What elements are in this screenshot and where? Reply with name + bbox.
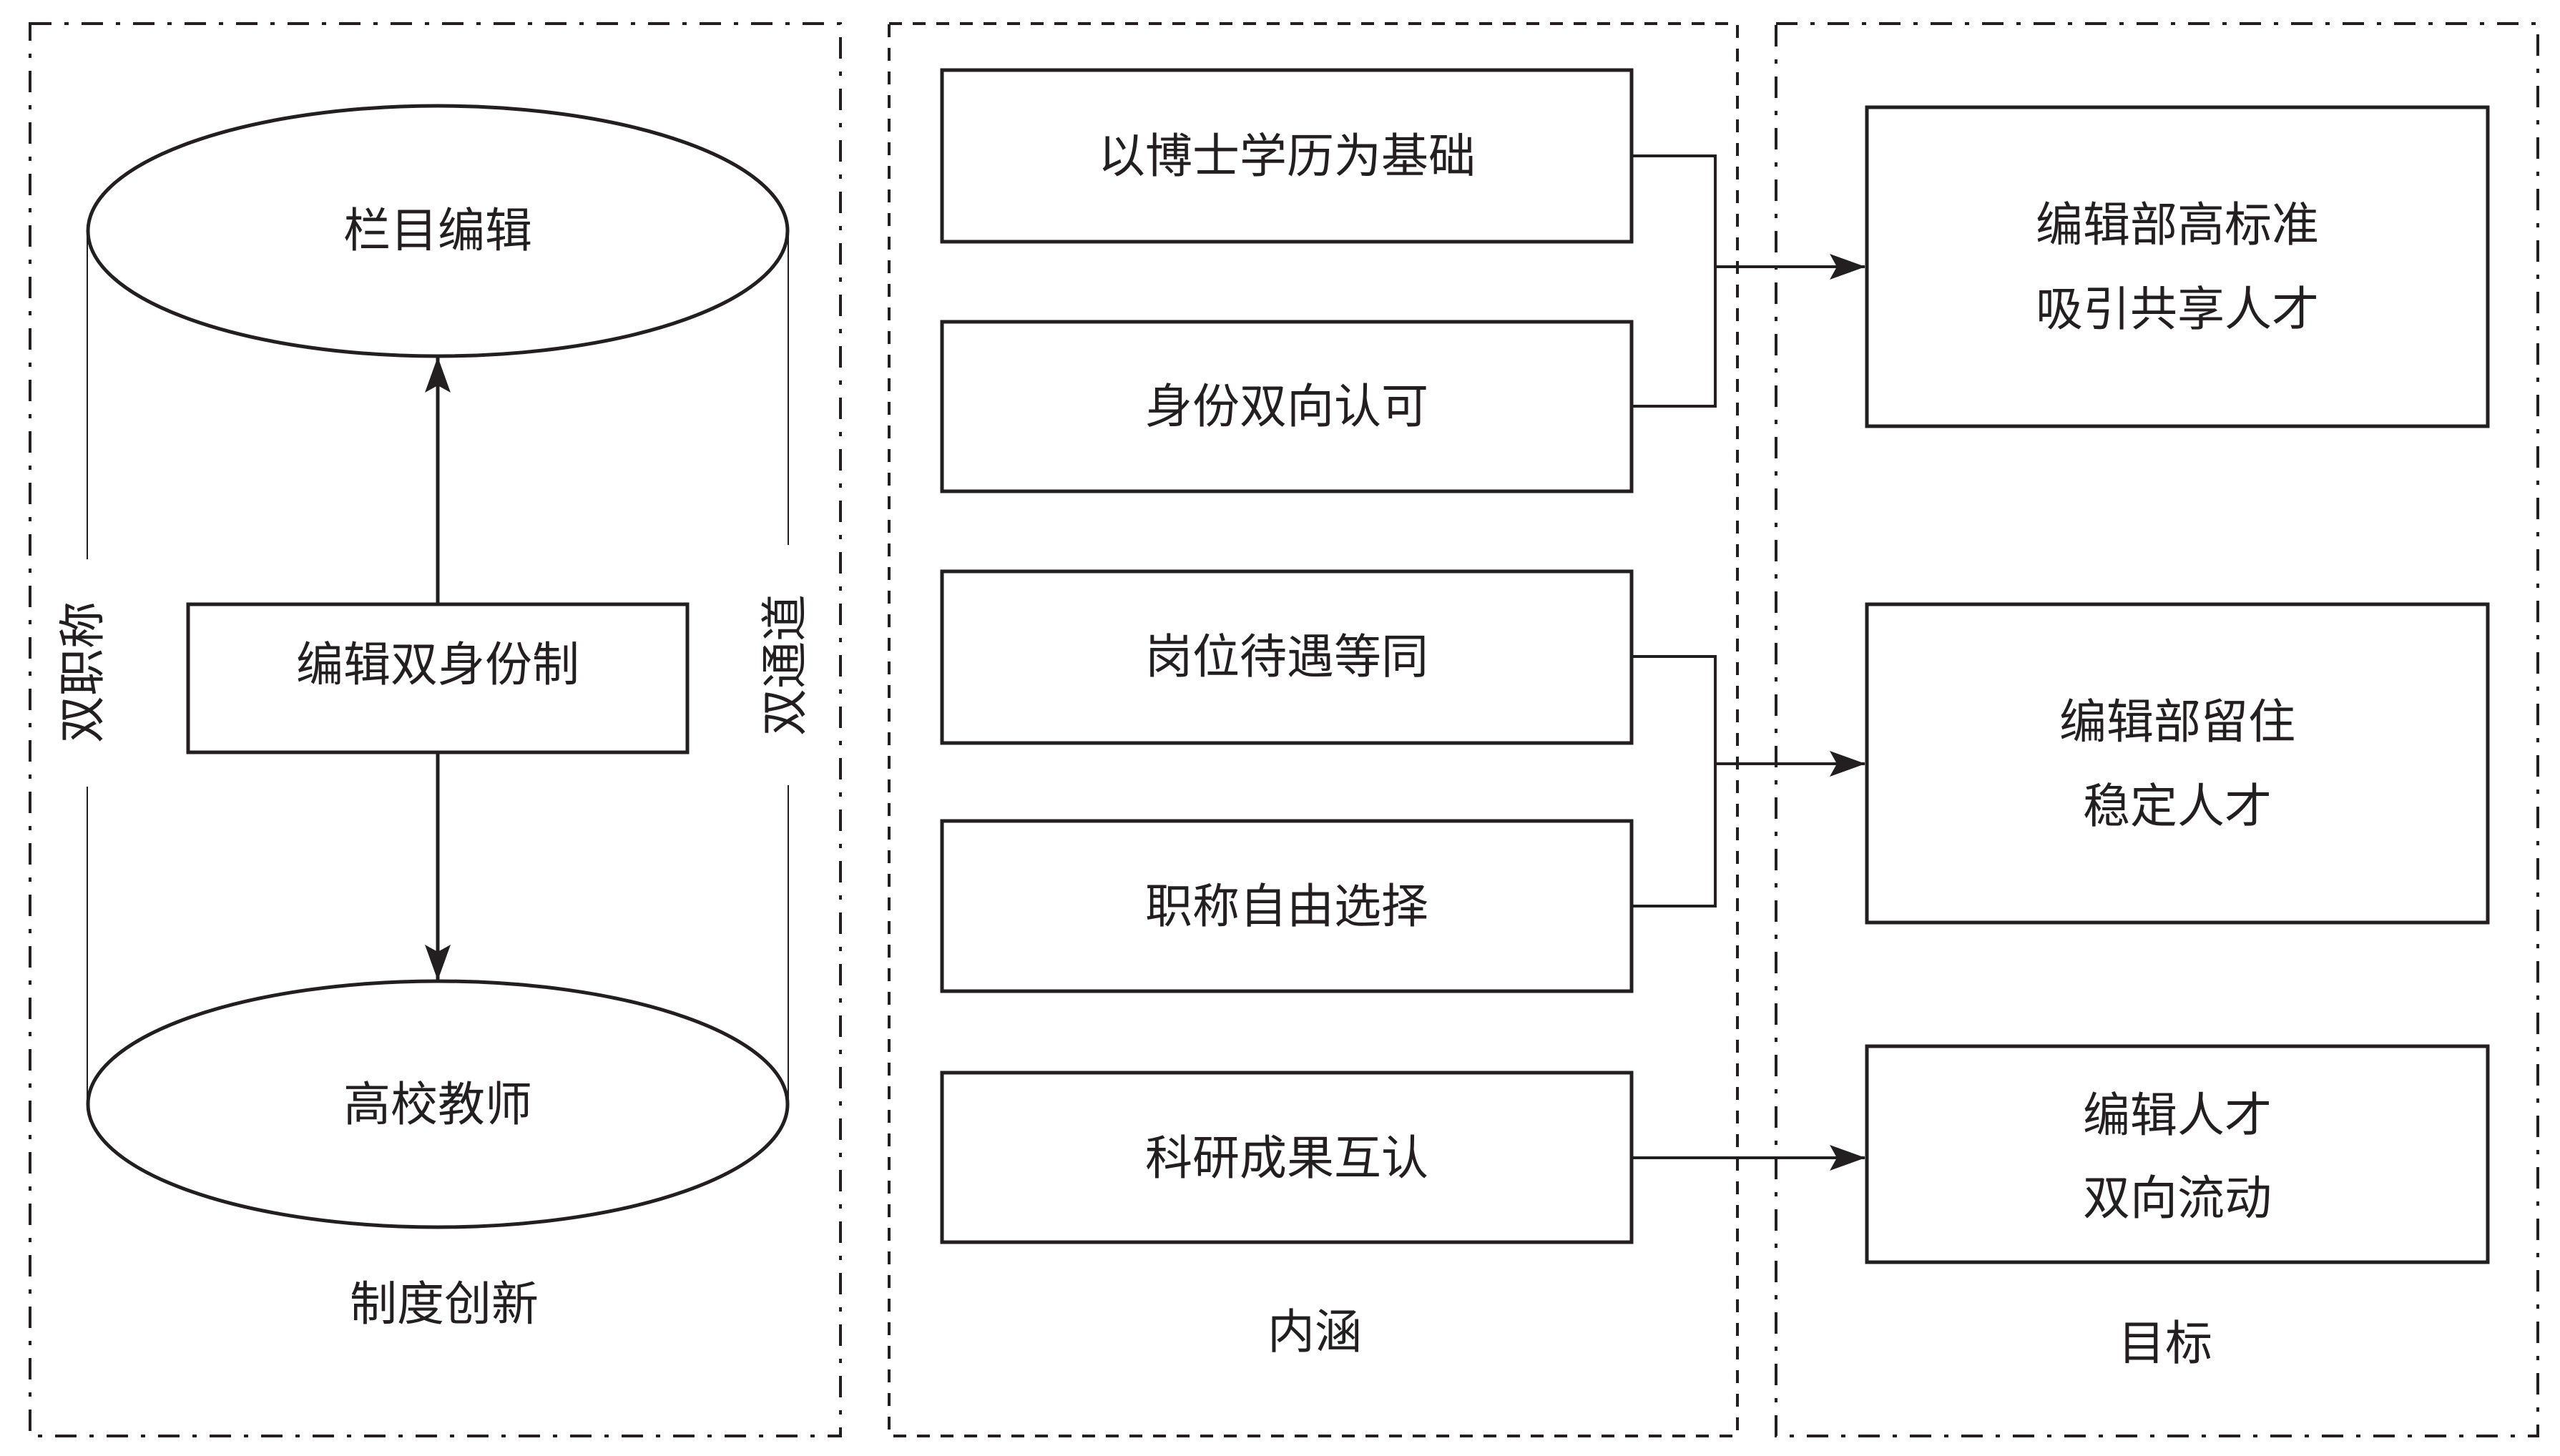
list-item[interactable]: 职称自由选择 — [940, 819, 1634, 993]
top-node-label: 栏目编辑 — [343, 203, 532, 258]
goal-line-1: 编辑部高标准 — [2036, 197, 2319, 252]
left-side-label: 双职称 — [55, 601, 110, 743]
item-label: 身份双向认可 — [1145, 379, 1428, 434]
list-item[interactable]: 以博士学历为基础 — [940, 68, 1634, 244]
left-panel: 栏目编辑 高校教师 编辑双身份制 双职称 双通道 制度创新 — [55, 104, 813, 1332]
list-item[interactable]: 身份双向认可 — [940, 320, 1634, 493]
left-panel-frame — [29, 22, 842, 1437]
goal-line-1: 编辑部留住 — [2059, 694, 2295, 749]
item-box[interactable] — [940, 68, 1634, 244]
list-item[interactable]: 岗位待遇等同 — [940, 569, 1634, 745]
connectors — [1632, 154, 1865, 1171]
item-box[interactable] — [940, 819, 1634, 993]
goal-line-1: 编辑人才 — [2083, 1088, 2272, 1143]
right-panel: 编辑部高标准 吸引共享人才 编辑部留住 稳定人才 编辑人才 双向流动 目标 — [1865, 105, 2490, 1371]
top-node-ellipse[interactable] — [86, 104, 790, 358]
bottom-node-label: 高校教师 — [343, 1077, 532, 1132]
goal-item[interactable]: 编辑部高标准 吸引共享人才 — [1865, 105, 2490, 428]
bracket-connector-1 — [1632, 154, 1717, 408]
item-label: 职称自由选择 — [1145, 879, 1428, 934]
item-box[interactable] — [940, 320, 1634, 493]
goal-line-2: 吸引共享人才 — [2036, 282, 2319, 337]
right-panel-frame — [1775, 22, 2539, 1437]
middle-panel: 以博士学历为基础 身份双向认可 岗位待遇等同 职称自由选择 科研成果互认 内涵 — [940, 68, 1634, 1359]
goal-box[interactable] — [1865, 602, 2490, 925]
middle-panel-title: 内涵 — [1267, 1304, 1362, 1359]
goal-box[interactable] — [1865, 1044, 2490, 1264]
item-box[interactable] — [940, 1071, 1634, 1244]
bottom-node-ellipse[interactable] — [86, 979, 790, 1229]
goal-box[interactable] — [1865, 105, 2490, 428]
goal-item[interactable]: 编辑人才 双向流动 — [1865, 1044, 2490, 1264]
goal-line-2: 稳定人才 — [2083, 779, 2272, 834]
center-node-label: 编辑双身份制 — [296, 637, 579, 692]
item-label: 以博士学历为基础 — [1098, 129, 1476, 184]
item-label: 岗位待遇等同 — [1145, 629, 1428, 684]
center-node-box[interactable] — [186, 602, 690, 754]
goal-line-2: 双向流动 — [2083, 1171, 2272, 1226]
right-panel-title: 目标 — [2118, 1316, 2212, 1371]
left-panel-title: 制度创新 — [350, 1277, 539, 1332]
item-box[interactable] — [940, 569, 1634, 745]
item-label: 科研成果互认 — [1145, 1131, 1428, 1186]
right-side-label: 双通道 — [757, 594, 813, 736]
list-item[interactable]: 科研成果互认 — [940, 1071, 1634, 1244]
bracket-connector-2 — [1632, 655, 1717, 907]
goal-item[interactable]: 编辑部留住 稳定人才 — [1865, 602, 2490, 925]
